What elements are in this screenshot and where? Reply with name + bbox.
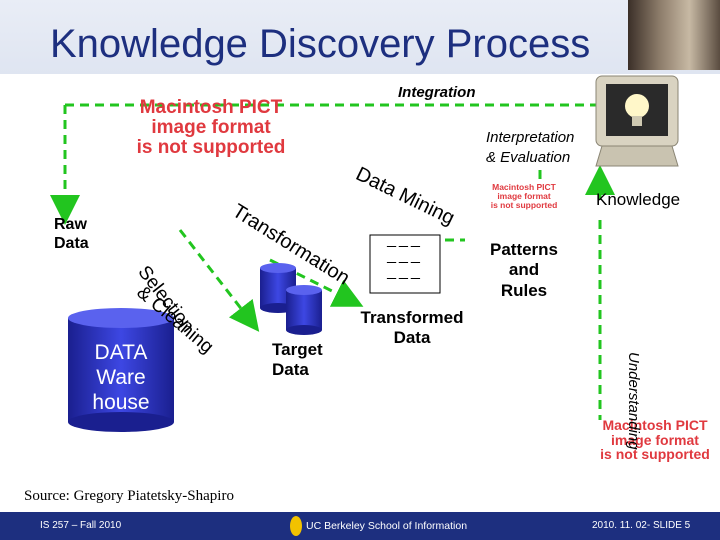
header-photo [628,0,720,70]
footer-slide-number: 2010. 11. 02- SLIDE 5 [592,520,691,531]
slide-title: Knowledge Discovery Process [50,22,591,66]
source-citation: Source: Gregory Piatetsky-Shapiro [24,488,234,504]
footer-band [0,512,720,540]
integration-label: Integration [398,84,476,101]
data-warehouse-cylinder [68,308,174,432]
transformed-data-box [369,234,441,294]
title-band [0,0,720,74]
evaluation-label: & Evaluation [486,149,571,166]
selection-arrow [178,229,260,332]
footer-school: UC Berkeley School of Information [306,520,468,532]
understanding-label: Understanding [625,352,642,450]
ischool-logo-icon [290,516,302,536]
interpretation-label: Interpretation [486,129,575,146]
knowledge-label: Knowledge [596,190,681,209]
footer-course: IS 257 – Fall 2010 [40,520,122,531]
knowledge-monitor-icon [586,70,686,180]
transformed-table-rows: _________ [387,231,423,280]
target-data-cylinders [260,263,322,335]
